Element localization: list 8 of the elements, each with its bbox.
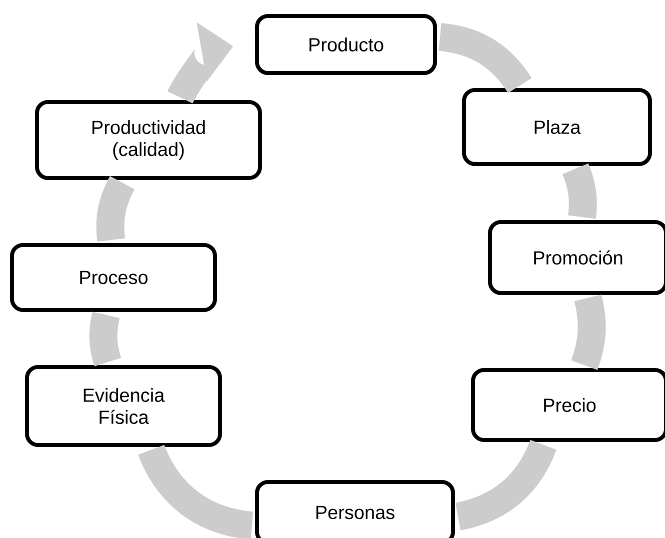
text-box: Personas — [255, 480, 455, 538]
text-box: Plaza — [462, 88, 652, 166]
text-box: Evidencia Física — [25, 365, 222, 447]
text-box: Producto — [255, 14, 437, 75]
text-box: Productividad (calidad) — [35, 100, 262, 180]
text-box: Proceso — [10, 243, 217, 312]
text-box: Promoción — [488, 220, 665, 295]
text-box: Precio — [471, 368, 665, 442]
